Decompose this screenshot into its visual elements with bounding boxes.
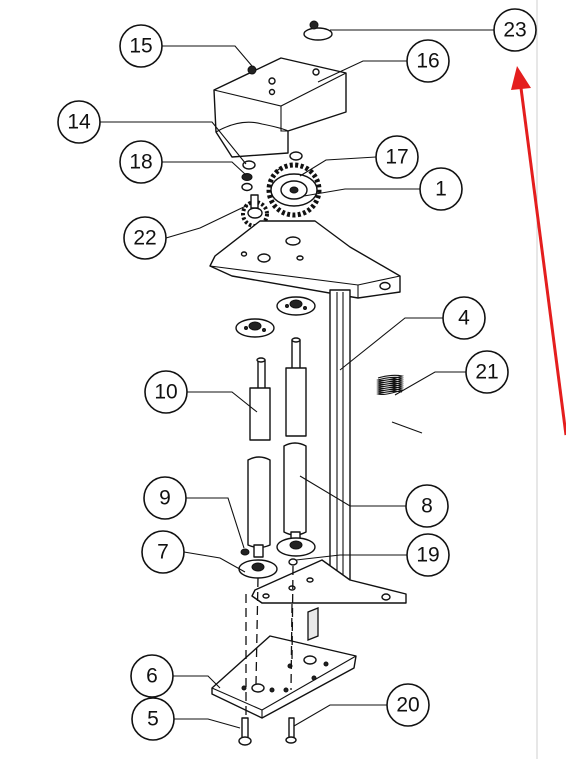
callout-10: 10 [144,370,188,414]
callout-22: 22 [123,216,167,260]
callout-1: 1 [419,167,463,211]
part-cover-box [213,57,347,158]
callout-label: 4 [458,307,470,330]
callout-label: 23 [503,19,526,42]
callout-label: 14 [67,111,91,134]
part-spring [376,374,423,434]
callout-5: 5 [131,697,175,741]
callout-label: 7 [157,541,169,564]
part-clip [303,20,333,41]
callout-label: 17 [385,146,408,169]
callout-label: 22 [133,227,156,250]
callout-label: 5 [147,708,159,731]
callout-15: 15 [119,24,163,68]
callout-14: 14 [57,100,101,144]
callout-label: 9 [159,487,171,510]
callout-4: 4 [442,296,486,340]
callout-label: 15 [129,35,152,58]
leader-lines [100,29,496,729]
part-large-gear [266,162,322,218]
callout-6: 6 [130,654,174,698]
callout-20: 20 [386,683,430,727]
part-right-roller [283,337,307,547]
callout-label: 16 [416,50,439,73]
callout-8: 8 [405,484,449,528]
part-bottom-plate [251,559,407,604]
part-small-gear [241,194,269,228]
callout-19: 19 [406,533,450,577]
part-base-plate [211,607,357,719]
part-top-plate [209,220,401,299]
callout-17: 17 [375,135,419,179]
part-bolts [238,717,297,746]
callout-23: 23 [493,8,537,52]
callout-label: 21 [475,361,498,384]
callout-7: 7 [141,530,185,574]
callout-label: 18 [129,151,152,174]
callout-label: 20 [396,694,419,717]
callout-label: 19 [416,544,439,567]
callout-label: 1 [435,178,447,201]
callout-18: 18 [119,140,163,184]
callout-21: 21 [465,350,509,394]
assembly-axes [245,565,294,716]
callout-label: 8 [421,495,433,518]
part-left-roller [247,357,271,558]
callout-16: 16 [406,39,450,83]
callout-label: 10 [154,381,177,404]
part-upper-flanges [235,296,316,338]
part-lower-flanges [238,537,316,579]
part-vertical-post [329,289,351,587]
callout-9: 9 [143,476,187,520]
callout-label: 6 [146,665,158,688]
red-arrow [511,66,566,436]
